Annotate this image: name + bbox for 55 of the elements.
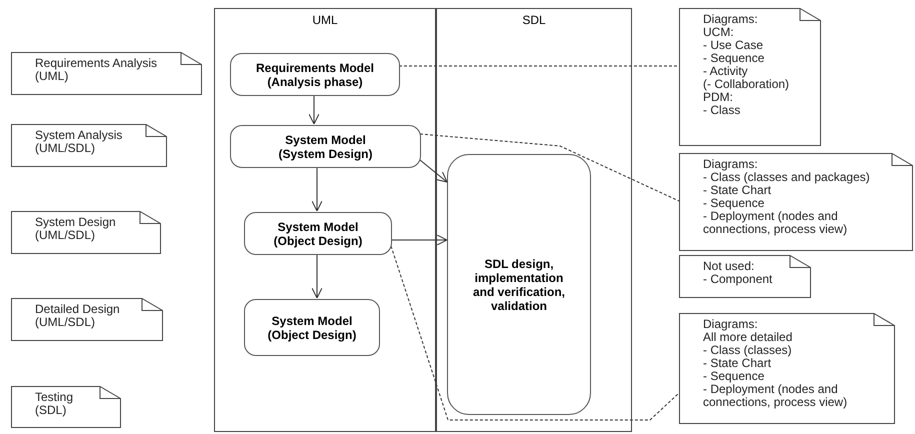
note: [11, 386, 121, 428]
arrow: [308, 94, 320, 124]
note-text: UCM:: [703, 26, 734, 39]
note: [679, 255, 811, 298]
note: [11, 52, 202, 95]
swimlane: [436, 8, 632, 432]
activity-label: System Model (System Design): [277, 132, 374, 160]
swimlane: [214, 8, 436, 432]
dashed-line: [390, 246, 680, 420]
activity-label: System Model (Object Design): [266, 314, 358, 342]
note-text: Diagrams:: [703, 158, 759, 171]
note: [11, 298, 163, 341]
activity-box: [230, 53, 400, 96]
activity-box: [447, 154, 591, 415]
dashed-line: [420, 134, 680, 202]
note-text: All more detailed: [703, 331, 794, 344]
note-text: (- Collaboration): [703, 78, 790, 91]
note-text: - Sequence: [703, 197, 766, 210]
note-text: - Class: [703, 104, 742, 117]
note-text: Not used:: [703, 260, 756, 273]
note-text: - Deployment (nodes and connections, process view): [703, 383, 848, 409]
note-text: PDM:: [703, 91, 733, 104]
activity-label: System Model (Object Design): [272, 220, 364, 248]
note-text: - Sequence: [703, 52, 766, 65]
note-text: Diagrams:: [703, 13, 759, 26]
arrow: [390, 234, 448, 246]
lane-title: SDL: [522, 13, 546, 27]
arrow: [420, 160, 448, 182]
note: [679, 313, 895, 424]
note-text: - Use Case: [703, 39, 764, 52]
note-text: - Class (classes and packages): [703, 171, 871, 184]
note-text: - Activity: [703, 65, 748, 78]
note-text: - Component: [703, 273, 774, 286]
note-text: - Deployment (nodes and connections, process view): [703, 210, 848, 236]
note-text: Testing (SDL): [35, 391, 74, 417]
arrow: [312, 166, 322, 212]
note-text: System Design (UML/SDL): [35, 216, 117, 242]
arrow: [312, 254, 322, 298]
activity-label: Requirements Model (Analysis phase): [254, 60, 376, 88]
note-text: - State Chart: [703, 357, 772, 370]
activity-box: [244, 299, 380, 356]
note: [679, 153, 913, 251]
note-text: - State Chart: [703, 184, 772, 197]
activity-box: [230, 125, 421, 168]
note-text: Requirements Analysis (UML): [35, 57, 158, 83]
note-text: - Sequence: [703, 370, 766, 383]
note: [679, 8, 821, 146]
note-text: System Analysis (UML/SDL): [35, 129, 124, 155]
note-text: Diagrams:: [703, 318, 759, 331]
note-text: Detailed Design (UML/SDL): [35, 303, 121, 329]
note: [11, 124, 167, 167]
note: [11, 211, 161, 254]
lane-title: UML: [312, 13, 338, 27]
activity-box: [244, 212, 392, 255]
note-text: - Class (classes): [703, 344, 793, 357]
